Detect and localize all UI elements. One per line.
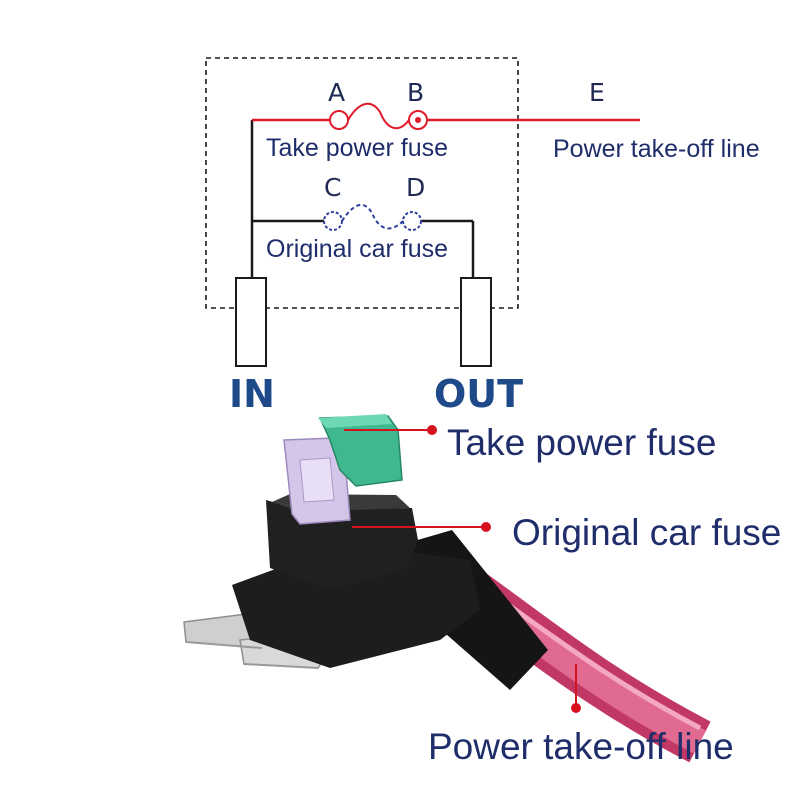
terminal-a-node [329,110,349,130]
schematic [205,57,640,367]
terminal-b-label: B [407,78,425,107]
pointer-dot-take-power-fuse [427,425,437,435]
fuse-holder-boundary [205,57,519,309]
callout-take-power-fuse: Take power fuse [447,422,717,463]
holder-lower-body [232,548,480,668]
power-takeoff-line-label: Power take-off line [553,135,760,163]
terminal-d-label: D [406,173,426,202]
pointer-dot-original-car-fuse [481,522,491,532]
terminal-c-label: C [324,173,342,202]
terminal-a-label: A [328,78,346,107]
fuse-tap-illustration [183,414,711,763]
original-car-fuse-label: Original car fuse [266,235,449,263]
callout-pointers [344,425,581,713]
out-terminal [460,277,492,367]
callout-power-takeoff-line: Power take-off line [428,726,734,767]
original-fuse-window [299,457,335,503]
take-power-fuse-body [318,415,403,487]
out-label: OUT [434,372,524,416]
pointer-dot-power-takeoff-line [571,703,581,713]
terminal-c-node [323,211,343,231]
in-terminal [235,277,267,367]
terminal-d-node [402,211,422,231]
callout-original-car-fuse: Original car fuse [512,512,782,553]
take-power-fuse-top [318,414,392,428]
take-power-fuse-element [347,102,410,130]
terminal-e-label: E [589,78,605,107]
take-power-fuse-label: Take power fuse [266,134,449,162]
blade-edge-right [243,663,319,669]
in-label: IN [229,372,275,416]
blade-edge-left [185,641,263,649]
original-fuse-element [341,203,404,230]
terminal-b-dot [415,117,421,123]
